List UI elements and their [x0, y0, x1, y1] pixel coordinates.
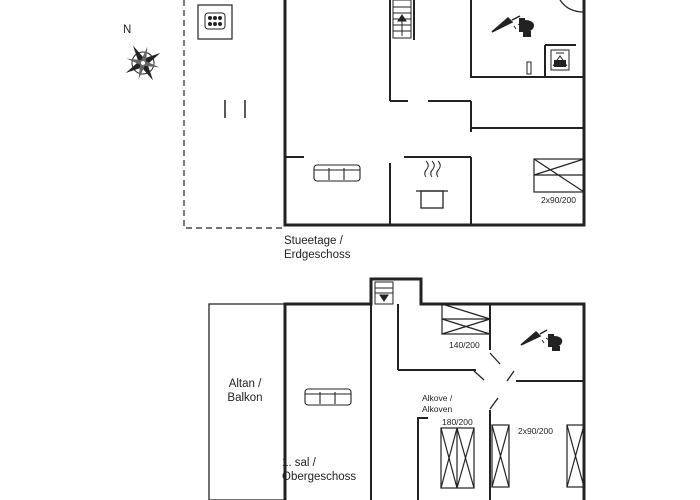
shower-icon	[520, 329, 550, 346]
bed-icon	[566, 424, 585, 488]
ground-floor-plan	[183, 0, 586, 229]
bed-180-label: 180/200	[442, 417, 473, 427]
ground-floor-label-line2: Erdgeschoss	[284, 249, 351, 261]
bed-icon	[440, 427, 475, 489]
shower-icon	[491, 15, 522, 33]
door-swing	[473, 370, 485, 381]
jacuzzi-icon	[197, 4, 233, 40]
appliance-icon	[526, 61, 532, 75]
alcove-label-line2: Alkoven	[422, 404, 453, 414]
ground-floor-label-line1: Stueetage /	[284, 235, 343, 247]
sofa-icon	[304, 388, 352, 406]
staircase-icon	[374, 281, 394, 305]
door-swing	[489, 397, 499, 410]
washing-machine-icon	[550, 49, 570, 71]
bed-140-label: 140/200	[449, 340, 480, 350]
compass-north-label: N	[123, 24, 132, 36]
bed-2x90-label: 2x90/200	[518, 426, 553, 436]
alcove-label-line1: Alkove /	[422, 393, 453, 403]
sofa-icon	[313, 164, 361, 182]
first-floor-label-line1: 1. sal /	[282, 457, 316, 469]
interior-wall	[417, 417, 428, 500]
cooking-pot-icon	[416, 160, 448, 209]
first-floor-label-line2: Obergeschoss	[282, 471, 357, 483]
ground-floor-exterior-wall	[283, 0, 586, 227]
sink-icon	[559, 0, 585, 13]
ground-bed-size-label: 2x90/200	[541, 195, 576, 205]
first-floor-plan	[208, 277, 586, 500]
balcony-label-line1: Altan /	[228, 378, 262, 390]
interior-wall	[470, 0, 584, 78]
balcony-label-line2: Balkon	[227, 392, 263, 404]
first-floor-exterior-wall	[283, 277, 586, 500]
toilet-icon	[548, 334, 563, 351]
door-swing	[489, 352, 501, 365]
door-swing	[506, 370, 515, 382]
compass-rose-icon	[125, 45, 161, 81]
bed-icon	[491, 424, 510, 488]
terrace-outline	[183, 0, 284, 229]
balcony-outline	[208, 303, 285, 500]
bed-icon	[441, 303, 491, 335]
toilet-icon	[519, 18, 535, 37]
staircase-icon	[392, 0, 412, 39]
bed-icon	[533, 158, 585, 193]
